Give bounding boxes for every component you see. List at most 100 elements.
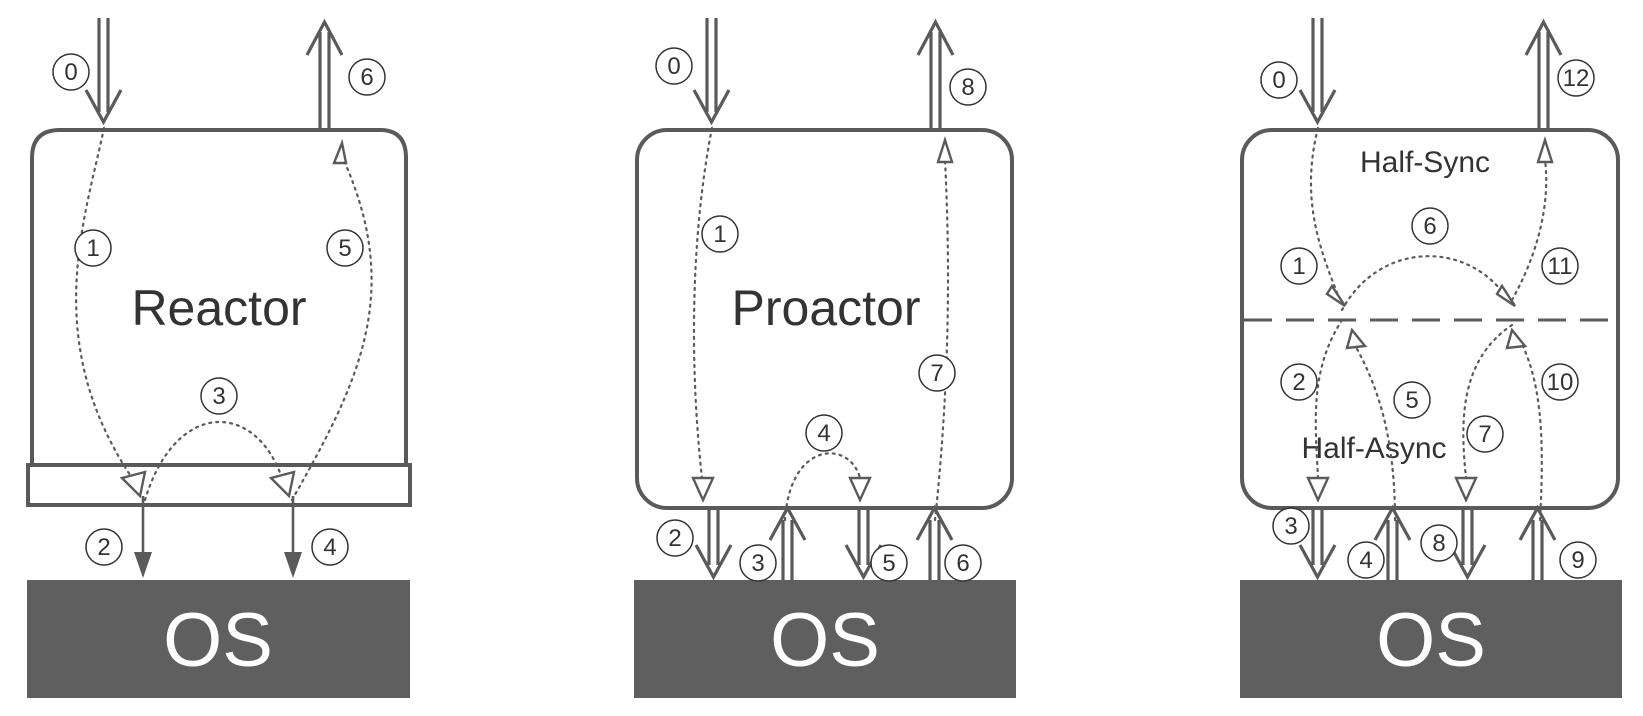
svg-text:0: 0: [667, 53, 680, 80]
halfsync-flow-11: [1510, 158, 1548, 302]
reactor-call-arrow-4: [284, 496, 302, 578]
reactor-os-box: [27, 580, 410, 698]
halfsync-os-box: [1240, 580, 1622, 698]
halfsync-flow-6-head: [1495, 283, 1517, 307]
halfsync-step-6: 6: [1411, 207, 1449, 245]
halfsync-step-2: 2: [1280, 363, 1318, 401]
proactor-step-8: 8: [949, 68, 987, 106]
reactor-step-2: 2: [85, 528, 123, 566]
halfsync-flow-7: [1462, 323, 1514, 480]
halfsync-flow-7-head: [1454, 476, 1478, 503]
svg-text:3: 3: [751, 550, 764, 577]
svg-text:3: 3: [1284, 513, 1297, 540]
halfsync-call-arrow-8: [1448, 508, 1487, 581]
halfsync-panel: Half-Sync Half-Async: [1240, 18, 1622, 698]
halfsync-output-arrow: [1524, 18, 1563, 130]
reactor-step-0: 0: [52, 53, 90, 91]
halfsync-step-12: 12: [1557, 59, 1595, 97]
proactor-input-arrow: [692, 18, 731, 126]
svg-text:4: 4: [817, 420, 830, 447]
svg-text:0: 0: [1272, 67, 1285, 94]
halfsync-flow-6: [1340, 255, 1510, 312]
proactor-os-box: [634, 580, 1016, 698]
svg-text:5: 5: [338, 235, 351, 262]
halfsync-step-3: 3: [1272, 507, 1310, 545]
reactor-step-6: 6: [348, 58, 386, 96]
halfsync-flow-2-head: [1306, 476, 1330, 503]
reactor-panel: Reactor OS 0 1 2 3 4: [26, 18, 412, 698]
svg-text:8: 8: [961, 74, 974, 101]
halfsync-step-5: 5: [1393, 381, 1431, 419]
halfsync-input-arrow: [1298, 18, 1337, 126]
reactor-flow-5: [290, 150, 373, 502]
halfsync-step-7: 7: [1466, 415, 1504, 453]
reactor-flow-5-head: [332, 138, 348, 165]
svg-text:3: 3: [212, 383, 225, 410]
svg-text:7: 7: [1478, 421, 1491, 448]
proactor-step-3: 3: [739, 544, 777, 582]
proactor-return-arrow-3: [768, 504, 807, 580]
reactor-step-1: 1: [74, 229, 112, 267]
reactor-step-3: 3: [200, 377, 238, 415]
reactor-call-arrow-2: [134, 496, 152, 578]
proactor-step-2: 2: [656, 519, 694, 557]
svg-text:5: 5: [1405, 387, 1418, 414]
svg-text:4: 4: [1359, 547, 1372, 574]
proactor-flow-4: [783, 452, 862, 522]
svg-text:10: 10: [1547, 369, 1574, 396]
svg-text:1: 1: [713, 221, 726, 248]
svg-text:2: 2: [668, 525, 681, 552]
halfsync-step-8: 8: [1420, 524, 1458, 562]
svg-text:7: 7: [930, 360, 943, 387]
proactor-call-arrow-2: [694, 508, 733, 581]
reactor-flow-3: [143, 420, 284, 502]
halfsync-flow-5: [1350, 338, 1397, 522]
svg-text:11: 11: [1548, 253, 1573, 280]
reactor-flow-3-head: [268, 470, 296, 499]
proactor-output-arrow: [916, 18, 955, 130]
reactor-input-arrow: [84, 18, 123, 126]
reactor-step-4: 4: [311, 528, 349, 566]
svg-text:0: 0: [64, 59, 77, 86]
proactor-os-label: OS: [770, 598, 880, 683]
reactor-flow-1-head: [119, 470, 147, 499]
svg-text:4: 4: [323, 534, 336, 561]
halfsync-step-4: 4: [1347, 541, 1385, 579]
svg-text:8: 8: [1432, 530, 1445, 557]
proactor-flow-7-head: [936, 136, 954, 164]
halfsync-flow-5-head: [1345, 327, 1368, 350]
halfsync-step-10: 10: [1541, 363, 1579, 401]
proactor-flow-7: [933, 158, 950, 522]
svg-text:6: 6: [956, 550, 969, 577]
reactor-flow-1: [75, 126, 134, 480]
halfsync-step-9: 9: [1559, 541, 1597, 579]
reactor-output-arrow: [305, 18, 344, 130]
proactor-step-4: 4: [805, 414, 843, 452]
proactor-step-5: 5: [870, 544, 908, 582]
reactor-os-label: OS: [163, 598, 273, 683]
reactor-box: [26, 128, 412, 507]
halfsync-flow-10: [1518, 338, 1543, 522]
proactor-step-7: 7: [918, 354, 956, 392]
halfsync-flow-10-head: [1505, 327, 1528, 350]
halfsync-flow-1-head: [1325, 283, 1347, 307]
halfsync-os-label: OS: [1376, 598, 1486, 683]
reactor-title: Reactor: [131, 280, 306, 336]
proactor-step-1: 1: [701, 215, 739, 253]
svg-text:1: 1: [86, 235, 99, 262]
half-sync-label: Half-Sync: [1360, 146, 1490, 179]
halfsync-step-11: 11: [1541, 247, 1579, 285]
svg-text:12: 12: [1563, 65, 1590, 92]
halfsync-return-arrow-9: [1518, 504, 1557, 580]
halfsync-step-0: 0: [1260, 61, 1298, 99]
halfsync-step-1: 1: [1280, 247, 1318, 285]
proactor-flow-1: [692, 126, 714, 480]
svg-text:5: 5: [882, 550, 895, 577]
halfsync-return-arrow-4: [1373, 504, 1412, 580]
half-async-label: Half-Async: [1301, 432, 1446, 465]
proactor-step-6: 6: [944, 544, 982, 582]
halfsync-call-arrow-3: [1298, 508, 1337, 581]
proactor-step-0: 0: [655, 47, 693, 85]
svg-text:1: 1: [1292, 253, 1305, 280]
